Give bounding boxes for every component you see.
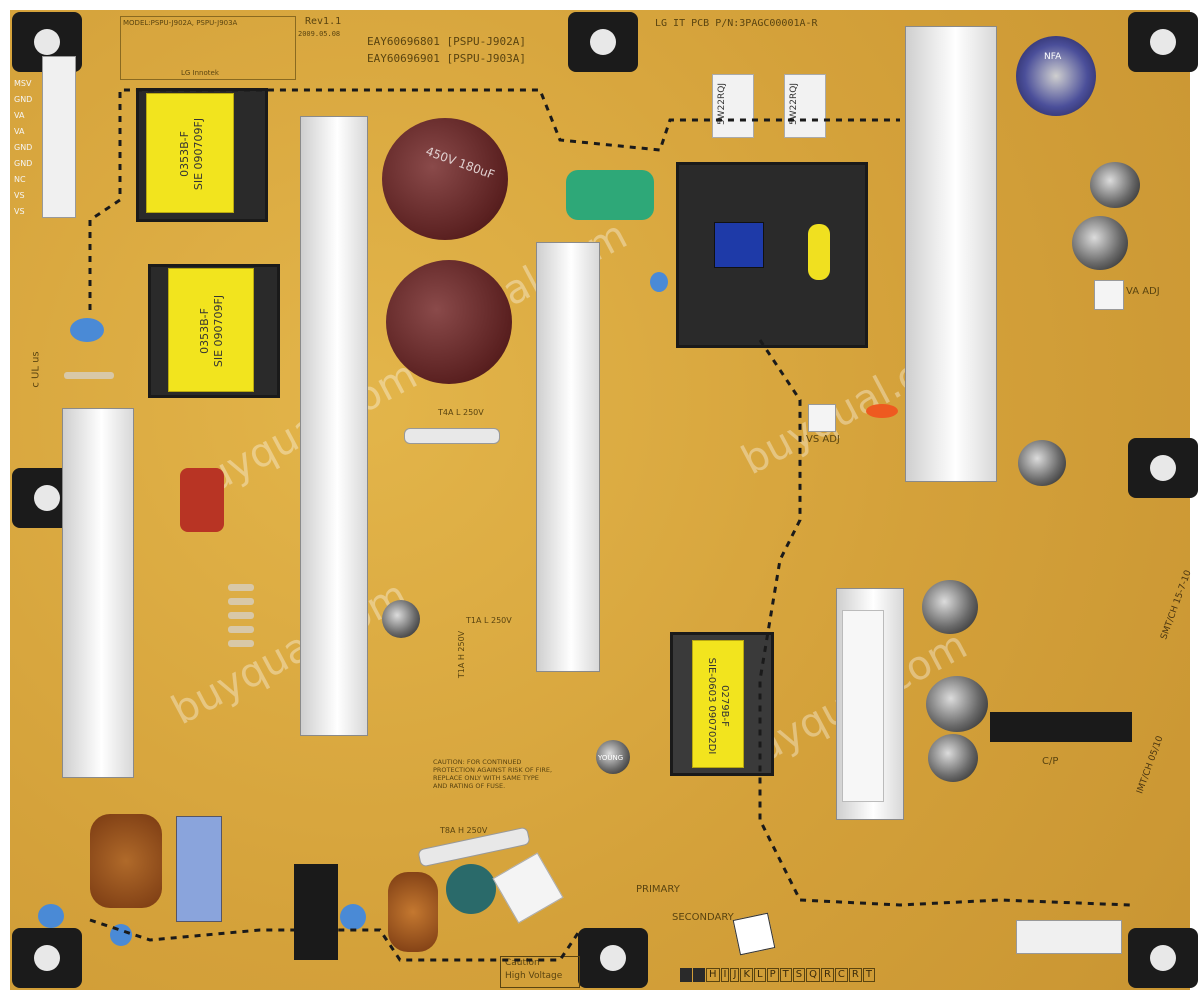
heatsink <box>536 242 600 672</box>
caution-word: Caution <box>505 958 540 968</box>
fuse-caution-text: CAUTION: FOR CONTINUED PROTECTION AGAINS… <box>433 758 553 790</box>
fuse-rating: T8A H 250V <box>440 826 488 835</box>
model-line-1: EAY60696801 [PSPU-J902A] <box>367 35 526 48</box>
transformer-core-tape <box>714 222 764 268</box>
ceramic-capacitor <box>340 904 366 930</box>
capacitor-brand: YOUNG <box>598 754 624 762</box>
heatsink <box>905 26 997 482</box>
pin-label: VS <box>14 191 25 200</box>
pin-label: GND <box>14 159 33 168</box>
inductor <box>388 872 438 952</box>
resistor <box>228 626 254 633</box>
resistor <box>228 640 254 647</box>
x-capacitor <box>176 816 222 922</box>
resistor <box>228 584 254 591</box>
cp-label: C/P <box>1042 756 1059 767</box>
mounting-hole <box>12 928 82 988</box>
power-resistor: 5W22RQJ <box>712 74 754 138</box>
part-number: LG IT PCB P/N:3PAGC00001A-R <box>655 18 818 29</box>
high-voltage-word: High Voltage <box>505 971 563 981</box>
integrated-circuit <box>990 712 1132 742</box>
mounting-hole <box>1128 12 1198 72</box>
heatsink <box>62 408 134 778</box>
ceramic-capacitor <box>866 404 898 418</box>
mounting-hole <box>1128 438 1198 498</box>
electrolytic-capacitor <box>928 734 978 782</box>
relay <box>294 864 338 960</box>
varistor <box>446 864 496 914</box>
mounting-hole <box>578 928 648 988</box>
barcode-sticker <box>842 610 884 802</box>
pin-label: VA <box>14 111 25 120</box>
pin-label: MSV <box>14 79 32 88</box>
electrolytic-capacitor <box>1090 162 1140 208</box>
capacitor-brand: NFA <box>1044 52 1062 62</box>
test-point-letters: H I J K L P T S Q R C R T <box>680 968 875 982</box>
electrolytic-capacitor <box>382 118 508 240</box>
ceramic-capacitor <box>650 272 668 292</box>
electrolytic-capacitor <box>1016 36 1096 116</box>
power-resistor: 5W22RQJ <box>784 74 826 138</box>
ceramic-capacitor <box>38 904 64 928</box>
output-connector <box>1016 920 1122 954</box>
spec-label-header: MODEL:PSPU-J902A, PSPU-J903A <box>123 19 238 27</box>
resistor <box>228 612 254 619</box>
pin-label: VS <box>14 207 25 216</box>
pin-label: GND <box>14 95 33 104</box>
vs-adjust-label: VS ADJ <box>806 434 840 445</box>
x-capacitor <box>566 170 654 220</box>
electrolytic-capacitor <box>1072 216 1128 270</box>
fuse-rating: T4A L 250V <box>438 408 484 417</box>
pin-label: VA <box>14 127 25 136</box>
va-adjust-label: VA ADJ <box>1126 286 1160 297</box>
electrolytic-capacitor <box>922 580 978 634</box>
mounting-hole <box>568 12 638 72</box>
spec-label-maker: LG Innotek <box>181 69 219 77</box>
resistor <box>228 598 254 605</box>
transformer-label: 0353B-F SIE 090709FJ <box>168 268 254 392</box>
connector-pin-labels: MSV GND VA VA GND GND NC VS VS <box>14 76 32 220</box>
transformer-label: 0279B-F SIE-0603 090702DI <box>692 640 744 768</box>
ceramic-capacitor <box>70 318 104 342</box>
trimmer-potentiometer <box>808 404 836 432</box>
trimmer-potentiometer <box>1094 280 1124 310</box>
common-mode-choke <box>90 814 162 908</box>
pin-label: NC <box>14 175 26 184</box>
electrolytic-capacitor <box>926 676 988 732</box>
revision: Rev1.1 <box>305 16 342 27</box>
resistor <box>64 372 114 379</box>
transformer-label: 0353B-F SIE 090709FJ <box>146 93 234 213</box>
output-connector <box>42 56 76 218</box>
electrolytic-capacitor <box>596 740 630 774</box>
model-line-2: EAY60696901 [PSPU-J903A] <box>367 52 526 65</box>
spec-label: MODEL:PSPU-J902A, PSPU-J903A LG Innotek <box>120 16 296 80</box>
revision-date: 2009.05.08 <box>298 30 341 38</box>
secondary-label: SECONDARY <box>672 912 734 923</box>
film-capacitor <box>180 468 224 532</box>
primary-label: PRIMARY <box>636 884 680 895</box>
transformer-bobbin <box>808 224 830 280</box>
electrolytic-capacitor <box>386 260 512 384</box>
heatsink <box>300 116 368 736</box>
fuse <box>404 428 500 444</box>
electrolytic-capacitor <box>382 600 420 638</box>
pin-label: GND <box>14 143 33 152</box>
mounting-hole <box>1128 928 1198 988</box>
high-voltage-caution: Caution High Voltage <box>500 956 580 988</box>
electrolytic-capacitor <box>1018 440 1066 486</box>
fuse-rating: T1A L 250V <box>466 616 512 625</box>
main-transformer <box>676 162 868 348</box>
